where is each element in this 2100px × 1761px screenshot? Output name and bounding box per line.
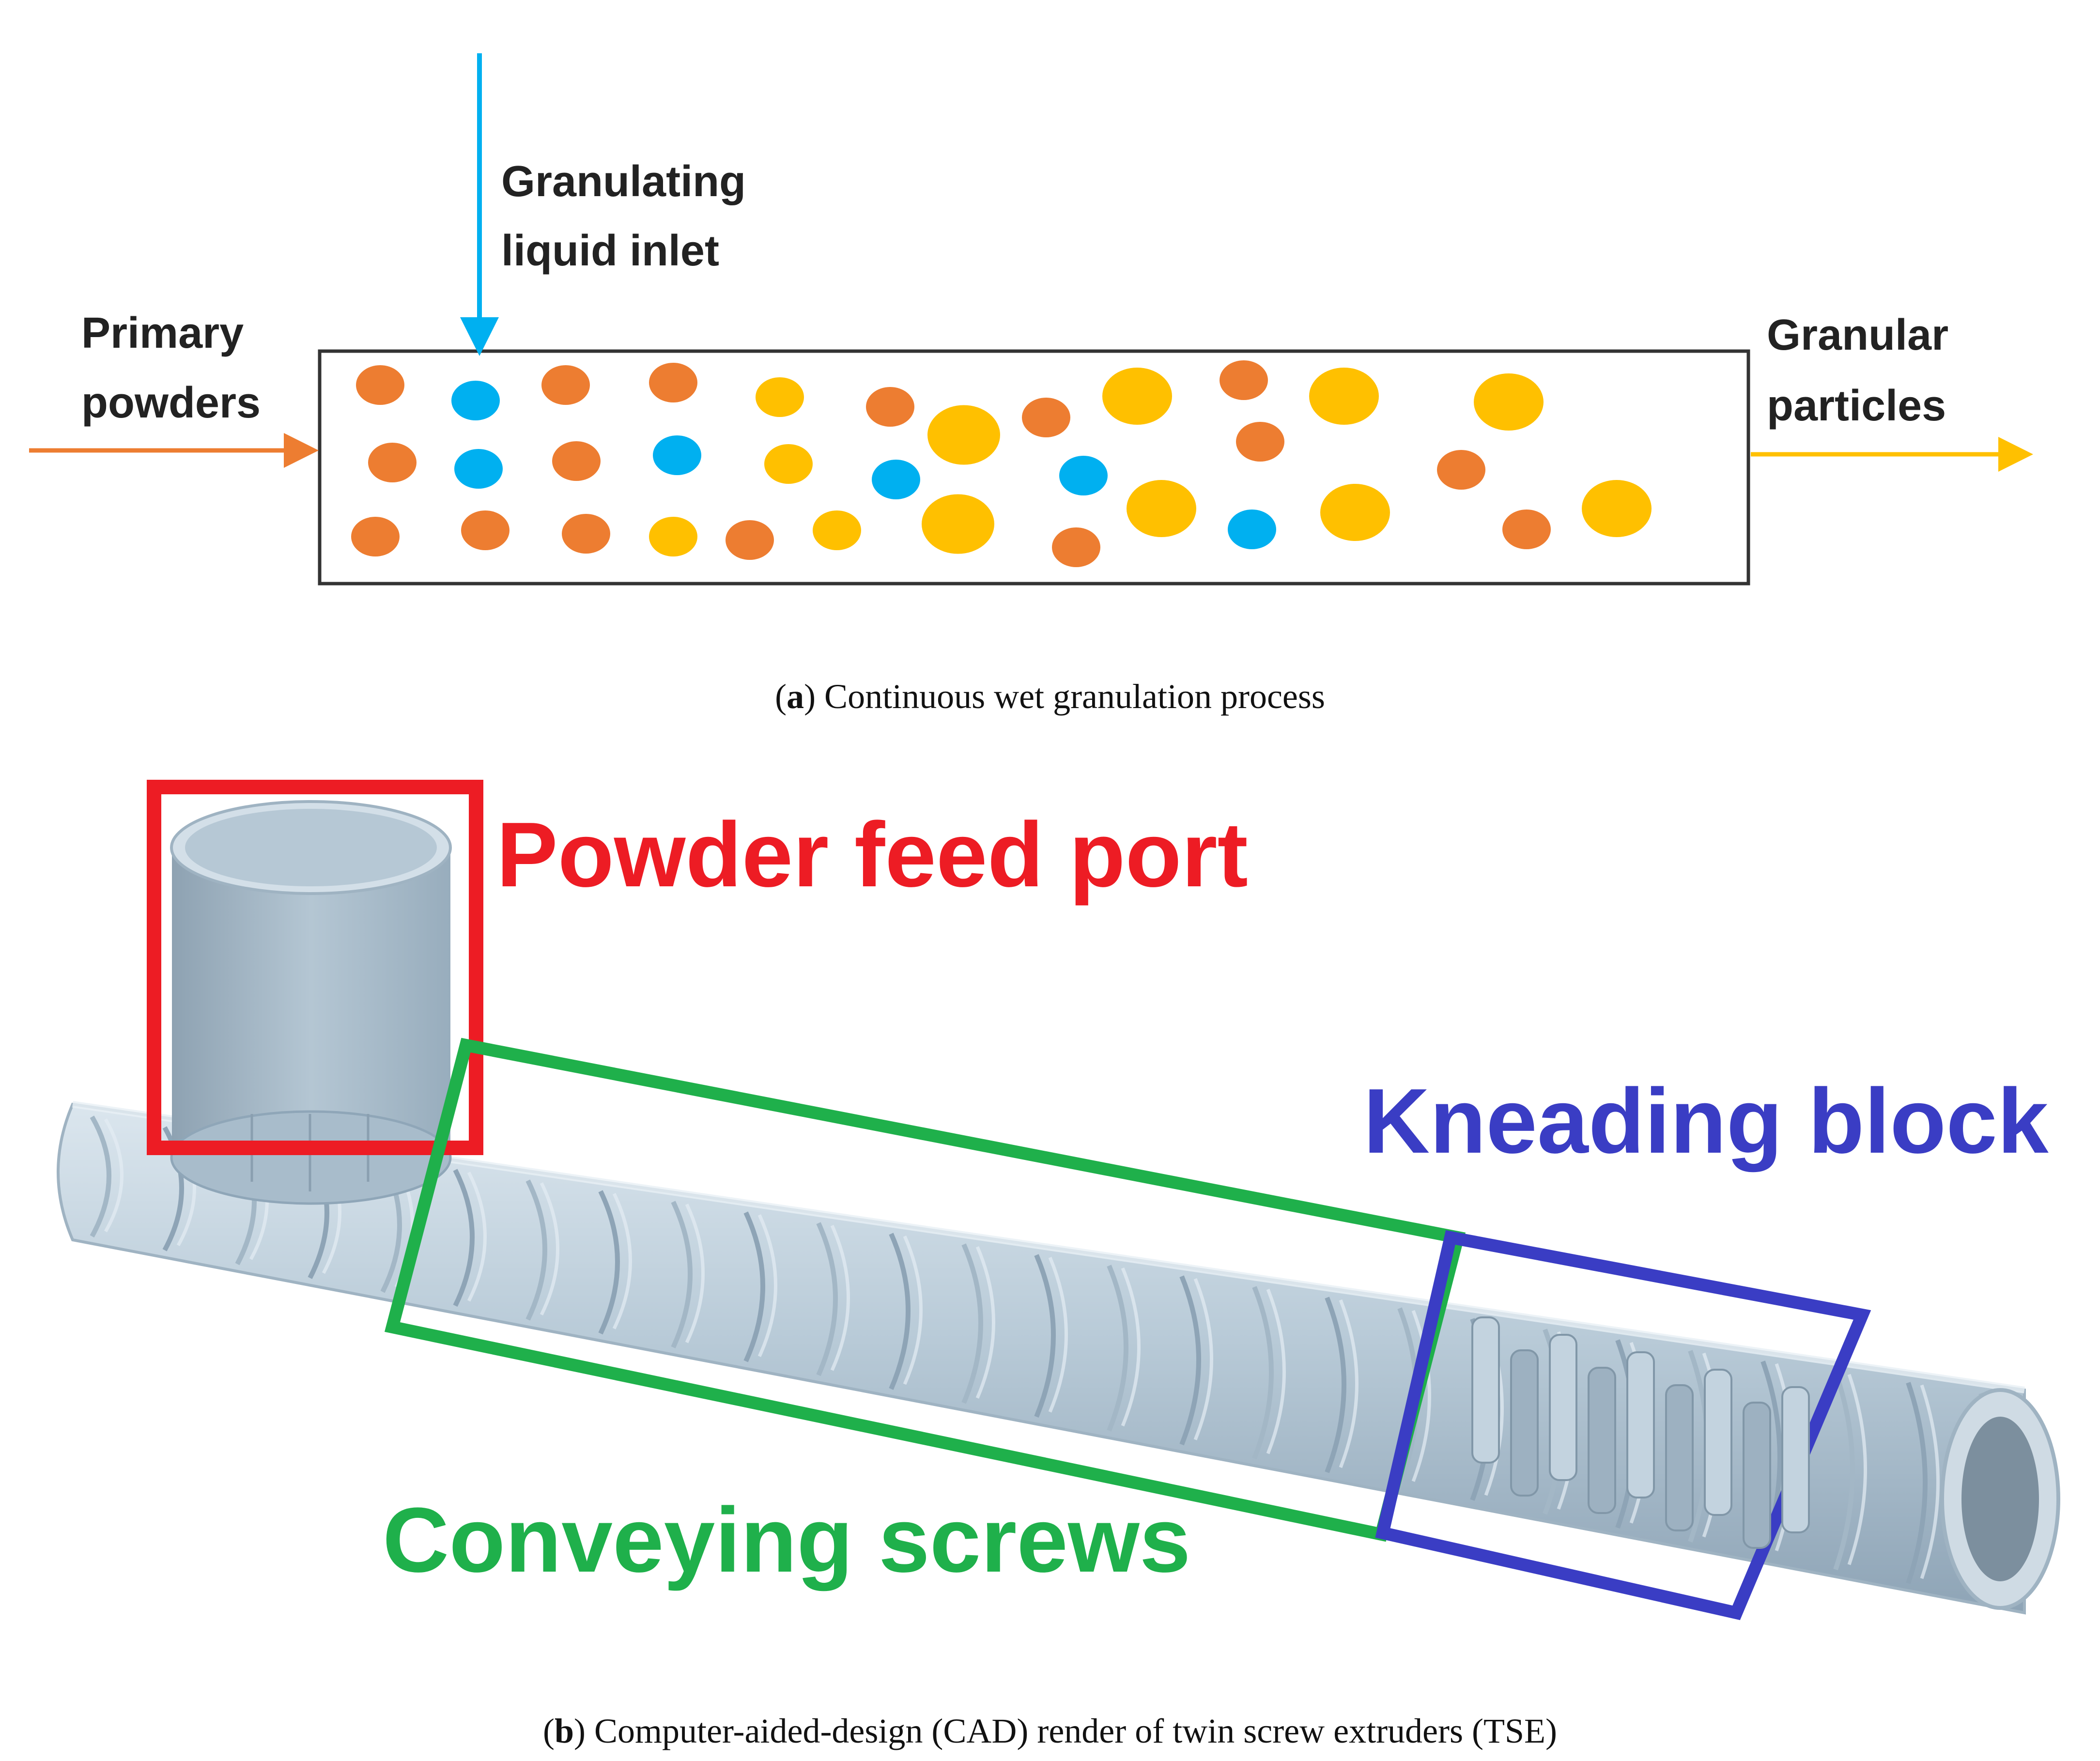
powder-particle	[1052, 527, 1100, 567]
caption-a-text: ) Continuous wet granulation process	[804, 677, 1325, 716]
granule-particle	[756, 377, 804, 417]
granule-particle	[927, 405, 1000, 465]
output-label-line2: particles	[1767, 382, 1946, 430]
powder-particle	[1022, 398, 1070, 437]
caption-b: (b) Computer-aided-design (CAD) render o…	[543, 1712, 1557, 1750]
powder-particle	[356, 365, 404, 405]
granule-particle	[1320, 483, 1390, 541]
conveying-screws-label: Conveying screws	[383, 1489, 1190, 1591]
kneading-block-label: Kneading block	[1363, 1070, 2049, 1173]
screw-flight-highlight	[1266, 1288, 1286, 1454]
powder-particle	[461, 510, 510, 550]
screw-flight	[889, 1233, 911, 1390]
screw-flight-highlight	[975, 1246, 995, 1399]
granule-particle	[922, 494, 994, 554]
powder-feed-port-label: Powder feed port	[496, 803, 1248, 906]
feed-port-highlight-box	[147, 780, 483, 1155]
screw-flight	[525, 1179, 547, 1321]
caption-a-letter: a	[787, 677, 804, 716]
panel-b: Powder feed port Kneading block Conveyin…	[57, 780, 2060, 1750]
granule-particle	[1127, 479, 1196, 538]
kneading-disc	[1510, 1349, 1539, 1497]
screw-flight-highlight	[757, 1214, 777, 1358]
liquid-particle	[1228, 510, 1276, 549]
powder-particle	[562, 514, 610, 554]
powder-particle	[649, 363, 697, 402]
screw-flight	[1179, 1275, 1201, 1446]
powder-particle	[1236, 422, 1284, 462]
granule-particle	[1102, 367, 1172, 425]
screw-flight-highlight	[1411, 1310, 1431, 1482]
kneading-disc	[1704, 1369, 1732, 1516]
powder-particle	[1437, 450, 1485, 490]
screw-flight	[1833, 1371, 1855, 1571]
powder-particle	[552, 441, 601, 481]
powder-particle	[1220, 360, 1268, 400]
screw-flight-highlight	[612, 1193, 632, 1329]
screw-flight-highlight	[1121, 1267, 1141, 1427]
powder-particle	[1502, 510, 1551, 549]
barrel-end-bore	[1961, 1417, 2039, 1581]
granule-particle	[1474, 373, 1544, 431]
screw-flight	[1034, 1254, 1056, 1418]
screw-flight	[453, 1169, 475, 1307]
liquid-particle	[1059, 456, 1108, 495]
kneading-block-highlight-box	[1375, 1230, 1871, 1621]
screw-flight	[1252, 1286, 1274, 1460]
screw-flight	[816, 1222, 838, 1376]
screw-flight-highlight	[1920, 1384, 1940, 1579]
screw-flight	[1325, 1297, 1346, 1473]
caption-b-text: ) Computer-aided-design (CAD) render of …	[574, 1712, 1557, 1750]
screw-flight	[743, 1211, 765, 1362]
screw-flight-highlight	[104, 1118, 124, 1233]
granule-particle	[764, 444, 813, 484]
screw-flight-highlight	[1339, 1299, 1359, 1468]
powder-particle	[351, 517, 400, 556]
screw-flight	[1107, 1265, 1128, 1432]
kneading-disc	[1781, 1386, 1810, 1533]
kneading-disc	[1549, 1334, 1577, 1481]
liquid-particle	[454, 449, 503, 489]
liquid-particle	[872, 460, 920, 499]
inlet-label-line2: liquid inlet	[501, 227, 719, 275]
screw-flight-highlight	[903, 1236, 923, 1385]
screw-flight-highlight	[1847, 1374, 1867, 1565]
particle-group	[351, 360, 1652, 567]
liquid-particle	[653, 435, 701, 475]
screw-flight-highlight	[540, 1182, 559, 1316]
input-label-line2: powders	[81, 379, 261, 427]
kneading-disc	[1665, 1384, 1694, 1531]
caption-b-letter: b	[555, 1712, 574, 1750]
screw-flight	[1906, 1382, 1928, 1584]
kneading-disc	[1471, 1316, 1500, 1464]
screw-flight	[671, 1201, 693, 1349]
kneading-disc	[1588, 1367, 1616, 1514]
screw-flight-highlight	[1048, 1256, 1068, 1413]
kneading-discs	[1471, 1316, 1810, 1549]
screw-flight-highlight	[685, 1204, 705, 1344]
powder-particle	[368, 443, 417, 482]
input-label-line1: Primary	[81, 309, 244, 357]
inlet-label-line1: Granulating	[501, 157, 746, 206]
output-label-line1: Granular	[1767, 311, 1948, 359]
granule-particle	[813, 510, 861, 550]
panel-a: Granulating liquid inlet Primary powders…	[29, 53, 2033, 716]
screw-flight	[90, 1115, 111, 1238]
powder-particle	[866, 387, 914, 427]
screw-flight	[598, 1190, 620, 1335]
screw-flight-highlight	[1193, 1278, 1213, 1440]
granule-particle	[1309, 367, 1379, 425]
liquid-particle	[451, 381, 500, 420]
screw-flight-highlight	[467, 1172, 487, 1302]
screw-flight-highlight	[830, 1225, 850, 1371]
screw-flight	[961, 1243, 983, 1404]
granule-particle	[1582, 479, 1652, 538]
caption-a: (a) Continuous wet granulation process	[775, 677, 1325, 716]
powder-particle	[726, 520, 774, 560]
powder-particle	[541, 365, 590, 405]
kneading-disc	[1743, 1402, 1771, 1549]
granule-particle	[649, 517, 697, 556]
kneading-disc	[1626, 1351, 1655, 1498]
